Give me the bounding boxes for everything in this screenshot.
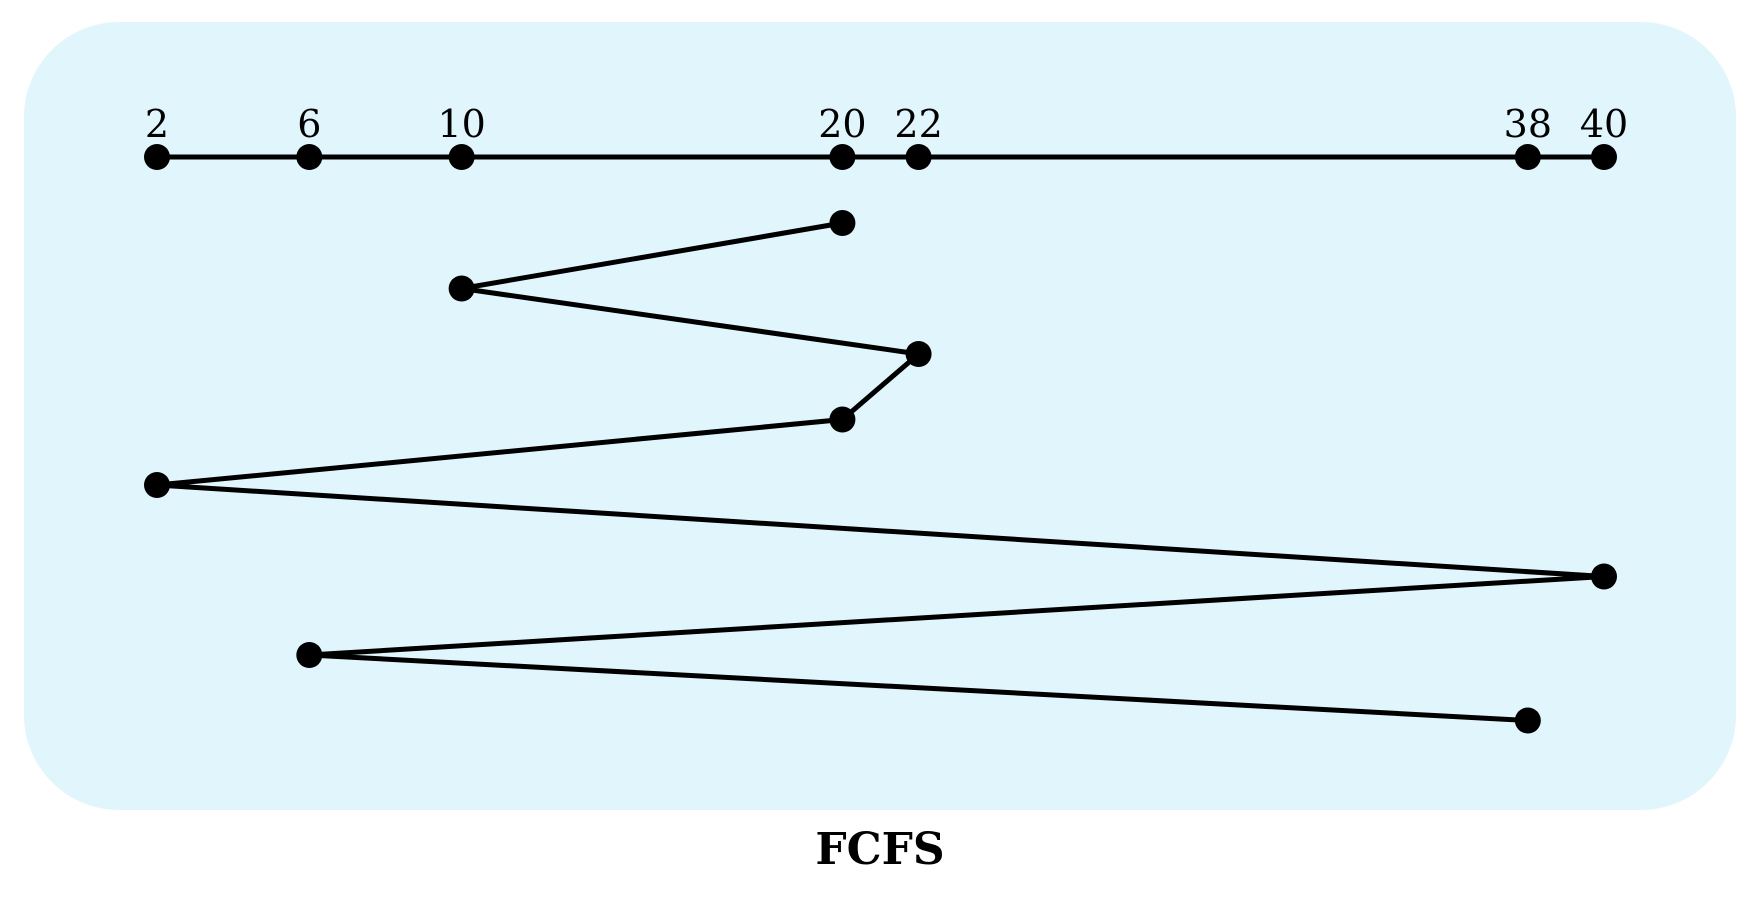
- track-tick-labels: 2 6 10 20 22 38 40: [145, 102, 1628, 146]
- request-point-2: [448, 275, 475, 302]
- request-point-5: [144, 472, 170, 498]
- path-segment-1: [459, 220, 845, 291]
- axis-point-40: [1591, 144, 1617, 170]
- request-point-4: [829, 406, 856, 433]
- diagram-caption: FCFS: [815, 824, 944, 875]
- tick-label-22: 22: [894, 102, 942, 146]
- request-point-3: [905, 341, 932, 367]
- diagram-panel: [24, 22, 1736, 810]
- request-point-6: [1591, 563, 1617, 590]
- tick-label-2: 2: [145, 102, 169, 146]
- axis-point-38: [1514, 144, 1541, 170]
- request-point-8: [1514, 707, 1541, 734]
- path-segment-7: [306, 652, 1531, 723]
- axis-point-6: [296, 144, 323, 170]
- axis-point-2: [144, 144, 170, 170]
- tick-label-10: 10: [437, 102, 485, 146]
- axis-point-20: [829, 144, 856, 170]
- path-segment-2: [459, 286, 922, 357]
- request-point-1: [829, 210, 856, 236]
- tick-label-20: 20: [818, 102, 866, 146]
- request-point-7: [296, 642, 323, 668]
- path-segment-4: [154, 417, 845, 488]
- path-segment-6: [306, 574, 1607, 658]
- tick-label-38: 38: [1504, 102, 1552, 146]
- tick-label-40: 40: [1580, 102, 1628, 146]
- track-axis: [144, 144, 1617, 170]
- axis-point-22: [905, 144, 932, 170]
- tick-label-6: 6: [297, 102, 321, 146]
- path-segment-5: [154, 482, 1607, 579]
- head-movement-path: [144, 210, 1617, 734]
- path-segment-3: [839, 351, 922, 422]
- axis-point-10: [448, 144, 475, 170]
